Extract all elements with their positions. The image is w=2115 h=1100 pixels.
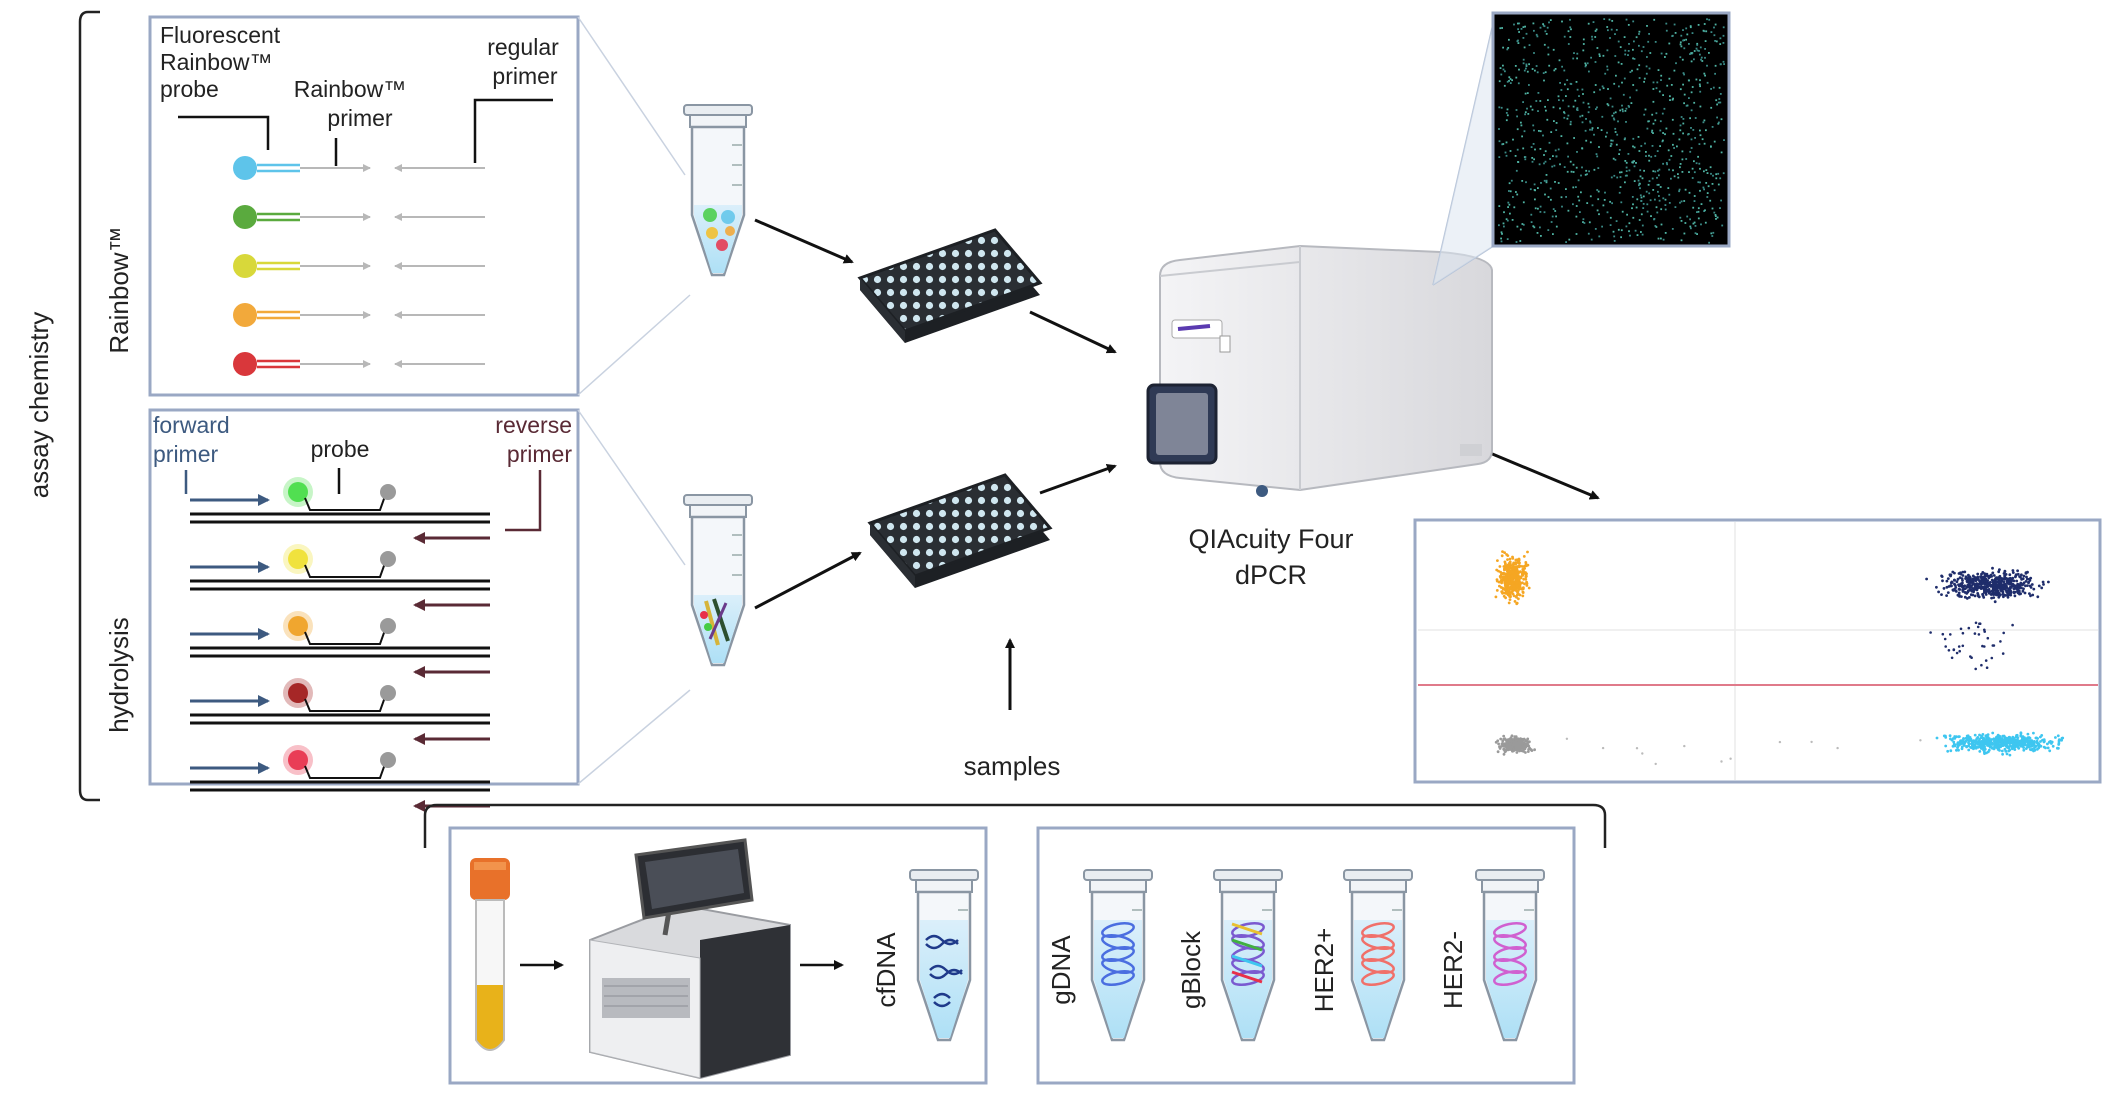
hydrolysis-probe-row (190, 477, 490, 544)
probe-dye-icon (233, 205, 257, 229)
rainbow-primer-label-2: primer (327, 105, 393, 131)
rainbow-assay-panel: Fluorescent Rainbow™ probe Rainbow™ prim… (148, 15, 580, 397)
assay-chemistry-bracket (78, 10, 100, 802)
hydrolysis-assay-panel: forward primer probe reverse primer (148, 408, 580, 812)
probe-dye-icon (288, 683, 308, 703)
probe-dye-icon (233, 156, 257, 180)
rainbow-probe-row (233, 352, 485, 376)
hydrolysis-plate-icon (867, 473, 1053, 588)
cluster-cyan (1935, 731, 2065, 757)
dpcr-scatter-panel (1413, 518, 2102, 784)
quencher-icon (380, 551, 396, 567)
hydrolysis-probe-row (190, 678, 490, 745)
cfdna-label: cfDNA (871, 932, 901, 1008)
fluorescent-probe-label-2: Rainbow™ (160, 49, 273, 75)
forward-primer-label-2: primer (153, 441, 219, 467)
rainbow-probe-row (233, 254, 485, 278)
regular-primer-label-2: primer (492, 63, 558, 89)
probe-dye-icon (288, 549, 308, 569)
cfdna-workflow-panel: cfDNA (448, 826, 988, 1085)
rainbow-plate-icon (857, 228, 1043, 343)
her2-positive-label: HER2+ (1309, 928, 1339, 1013)
hydrolysis-probe-row (190, 745, 490, 812)
probe-dye-icon (233, 254, 257, 278)
dpcr-instrument-icon (1146, 244, 1493, 497)
fluorescent-probe-label-3: probe (160, 76, 219, 102)
reverse-primer-label-1: reverse (495, 412, 572, 438)
hydrolysis-probe-row (190, 611, 490, 678)
cluster-gray (1494, 734, 1536, 756)
control-tube-icon (1474, 868, 1546, 1042)
samples-bracket (423, 803, 1607, 848)
control-tube-icon (1082, 868, 1154, 1042)
rainbow-probe-row (233, 303, 485, 327)
quencher-icon (380, 685, 396, 701)
control-tube-icon (1212, 868, 1284, 1042)
instrument-label-1: QIAcuity Four (1188, 524, 1353, 554)
instrument-label-2: dPCR (1235, 560, 1307, 590)
assay-chemistry-label: assay chemistry (24, 312, 54, 498)
cluster-orange (1494, 550, 1531, 606)
rainbow-probe-row (233, 156, 485, 180)
quencher-icon (380, 752, 396, 768)
cluster-navy (1925, 566, 2050, 604)
blood-tube-icon (470, 858, 510, 1051)
probe-label: probe (311, 436, 370, 462)
quencher-icon (380, 484, 396, 500)
rainbow-primer-label-1: Rainbow™ (294, 76, 407, 102)
extraction-instrument-icon (589, 838, 791, 1080)
rainbow-section-label: Rainbow™ (104, 226, 134, 353)
partition-image (1491, 11, 1731, 248)
hydrolysis-tube-icon (682, 493, 754, 667)
scatter-outliers (1565, 621, 2014, 766)
rainbow-tube-icon (682, 103, 754, 277)
regular-primer-label-1: regular (487, 34, 559, 60)
fluorescent-probe-label-1: Fluorescent (160, 22, 281, 48)
samples-label: samples (964, 751, 1061, 781)
probe-dye-icon (233, 303, 257, 327)
dna-icon (925, 934, 963, 1008)
gblock-label: gBlock (1176, 930, 1206, 1009)
control-samples-panel: gDNA gBlock HER2+ HER2- (1036, 826, 1576, 1085)
gdna-label: gDNA (1046, 935, 1076, 1005)
rainbow-probe-row (233, 205, 485, 229)
control-tube-icon (1342, 868, 1414, 1042)
probe-dye-icon (288, 482, 308, 502)
probe-dye-icon (288, 616, 308, 636)
hydrolysis-probe-row (190, 544, 490, 611)
probe-dye-icon (288, 750, 308, 770)
her2-negative-label: HER2- (1438, 931, 1468, 1009)
quencher-icon (380, 618, 396, 634)
probe-dye-icon (233, 352, 257, 376)
hydrolysis-section-label: hydrolysis (104, 617, 134, 733)
forward-primer-label-1: forward (153, 412, 230, 438)
cfdna-tube-icon (908, 868, 980, 1042)
reverse-primer-label-2: primer (507, 441, 573, 467)
